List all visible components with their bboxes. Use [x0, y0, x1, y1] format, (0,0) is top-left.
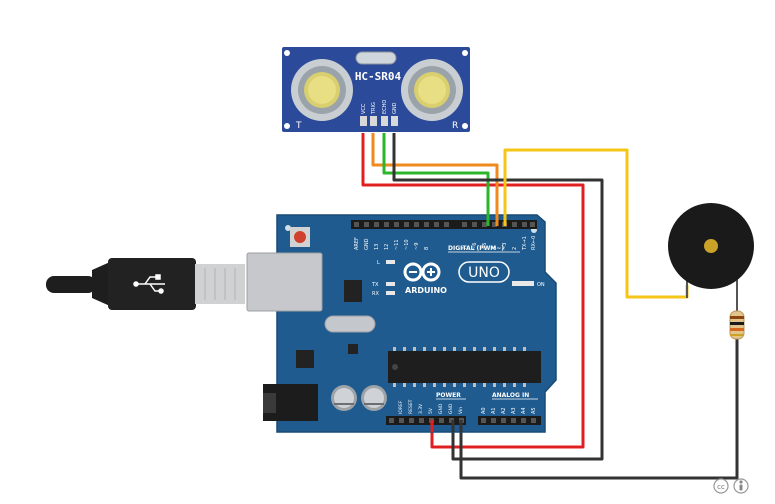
chip-pins [393, 347, 526, 387]
pin-label-a0: A0 [481, 407, 487, 414]
resistor [729, 310, 745, 340]
pin-label-a2: A2 [501, 407, 507, 414]
led-l [386, 260, 395, 264]
pin-label-gnd: GND [364, 238, 370, 250]
wire-ends [430, 214, 507, 432]
pin-label-ioref: IOREF [398, 400, 404, 414]
receiver-mark: R [452, 121, 458, 131]
attribution-person-icon [739, 480, 743, 491]
pin-label-reset: RESET [408, 399, 414, 414]
pin-label-a3: A3 [511, 407, 517, 414]
pin-label-gnd-2: GND [448, 403, 454, 414]
sensor-pin-vcc-label: VCC [361, 103, 367, 114]
pin-label-12: 12 [384, 244, 390, 250]
led-on [512, 281, 534, 286]
arduino-logo-icon [403, 262, 441, 282]
sensor-pin-trig-label: TRIG [371, 102, 377, 115]
cc-icon: cc [717, 483, 725, 491]
pin-label-6: ~6 [472, 243, 478, 250]
pin-label-5: ~5 [482, 243, 488, 250]
sensor-model-label: HC-SR04 [355, 70, 402, 83]
pin-label-3v3: 3.3V [418, 403, 424, 414]
arduino-board: L TX RX ON UNO ARDUINO AREF GND 13 12 ~ [246, 214, 557, 433]
wire-vcc-red [361, 133, 585, 449]
digital-pin-labels: AREF GND 13 12 ~11 ~10 ~9 8 7 ~6 ~5 4 ~3… [354, 236, 537, 251]
pin-label-a1: A1 [491, 407, 497, 414]
capacitors [331, 385, 387, 411]
piezo-buzzer [668, 203, 754, 312]
wires [361, 133, 739, 480]
board-model-label: UNO [468, 265, 500, 281]
led-tx [386, 282, 395, 286]
pin-label-a5: A5 [531, 407, 537, 414]
pin-label-8: 8 [424, 247, 430, 250]
pin-label-tx1: TX→1 [522, 236, 528, 251]
atmega-chip [388, 351, 541, 383]
board-brand-label: ARDUINO [405, 286, 447, 295]
pin-label-gnd-1: GND [438, 403, 444, 414]
sensor-pin-gnd-label: GND [392, 102, 398, 114]
receiver-transducer [401, 59, 463, 121]
led-on-label: ON [537, 282, 545, 288]
analog-header-label: ANALOG IN [492, 392, 529, 399]
pin-label-10: ~10 [404, 239, 410, 250]
usb-cable [46, 258, 245, 310]
pin-label-rx0: RX←0 [531, 236, 537, 250]
power-pin-labels: IOREF RESET 3.3V 5V GND GND Vin [398, 399, 464, 414]
transmitter-mark: T [295, 121, 302, 131]
digital-header-label: DIGITAL (PWM~) [448, 245, 504, 252]
wire-gnd-black [392, 133, 604, 461]
analog-pin-labels: A0 A1 A2 A3 A4 A5 [481, 407, 537, 414]
pin-label-11: ~11 [394, 239, 400, 250]
pin-label-13: 13 [374, 244, 380, 250]
power-header [386, 416, 466, 425]
pin-label-4: 4 [492, 247, 498, 250]
pin-label-vin: Vin [458, 407, 464, 414]
license-badge[interactable]: cc [713, 478, 749, 494]
usb-symbol-icon [133, 274, 165, 294]
pin-label-9: ~9 [414, 243, 420, 250]
pin-label-7: 7 [462, 247, 468, 250]
led-rx [386, 291, 395, 295]
wire-trig-orange [371, 133, 499, 222]
pin-label-aref: AREF [354, 237, 360, 250]
pin-label-a4: A4 [521, 407, 527, 414]
power-header-label: POWER [436, 392, 461, 399]
led-rx-label: RX [372, 291, 379, 297]
ultrasonic-sensor: HC-SR04 T R VCC TRIG ECHO GND [282, 47, 470, 132]
wire-echo-green [382, 133, 490, 222]
analog-header [478, 416, 541, 425]
crystal-oscillator [324, 315, 376, 333]
usb-b-socket [246, 252, 323, 312]
led-l-label: L [377, 260, 380, 266]
pin-label-5v: 5V [428, 407, 434, 414]
pin-label-2: 2 [512, 247, 518, 250]
transmitter-transducer [291, 59, 353, 121]
sensor-pin-echo-label: ECHO [382, 100, 388, 114]
led-tx-label: TX [371, 282, 379, 288]
pin-label-3: ~3 [502, 243, 508, 250]
wire-gnd-resistor-black [459, 338, 739, 480]
